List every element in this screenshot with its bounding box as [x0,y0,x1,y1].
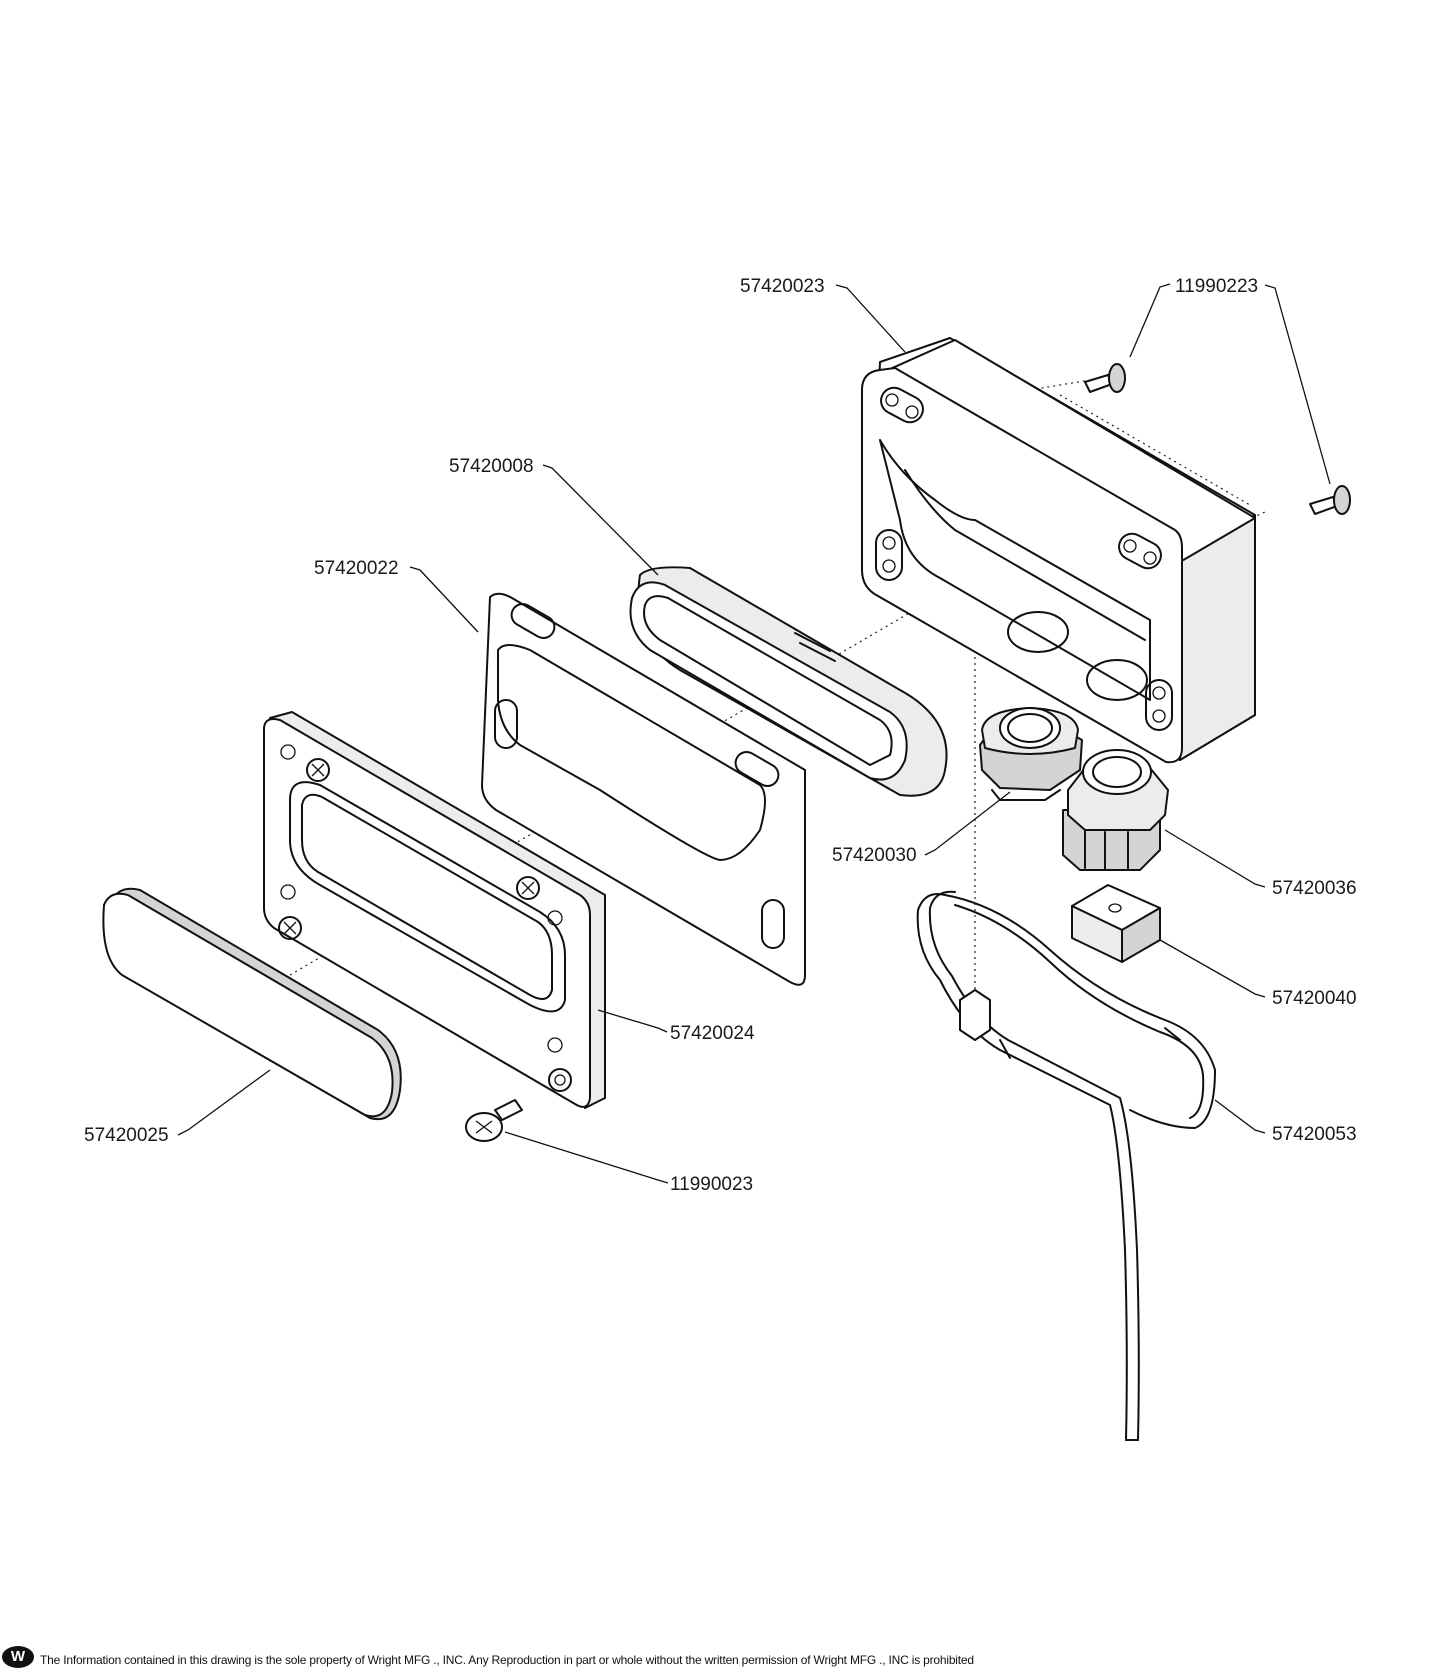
label-lens: 57420025 [84,1125,169,1146]
foam-block-part [1071,884,1161,963]
company-logo: W [2,1646,34,1668]
grommet-nut-part [979,707,1083,801]
label-foam-block: 57420040 [1272,988,1357,1009]
label-housing-screws: 11990223 [1175,276,1258,297]
label-strain-relief: 57420036 [1272,878,1357,899]
lens-part [102,887,402,1121]
proprietary-notice: The Information contained in this drawin… [40,1653,974,1667]
housing-screw-parts [1084,363,1351,515]
label-housing: 57420023 [740,276,825,297]
assembly-axis-lines [289,379,1266,990]
label-grommet-nut: 57420030 [832,845,917,866]
leader-lines [177,283,1331,1184]
bezel-part [263,711,606,1109]
bezel-screw-part [465,1099,523,1142]
label-wire-harness: 57420053 [1272,1124,1357,1145]
lamp-part [629,566,948,797]
label-gasket: 57420022 [314,558,399,579]
housing-mounting-slots [875,386,1173,731]
footer: W The Information contained in this draw… [0,1646,1445,1671]
label-bezel: 57420024 [670,1023,755,1044]
gasket-part [481,592,806,986]
label-bezel-screw: 11990023 [670,1174,753,1195]
wire-harness-part [916,890,1216,1441]
bezel-screw-holes [278,744,572,1092]
housing-part [861,337,1256,764]
strain-relief-part [1062,749,1169,871]
label-lamp: 57420008 [449,456,534,477]
